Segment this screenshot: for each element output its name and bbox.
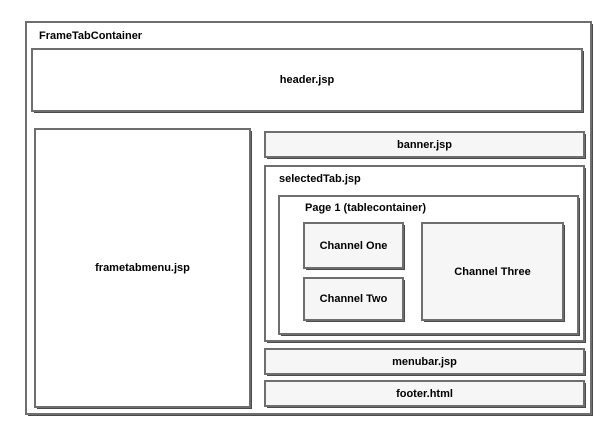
channel-three-label: Channel Three [454, 265, 531, 278]
page-tablecontainer-box: Page 1 (tablecontainer) Channel One Chan… [278, 195, 579, 335]
page-tablecontainer-label: Page 1 (tablecontainer) [305, 202, 427, 214]
frametabmenu-jsp-label: frametabmenu.jsp [95, 262, 190, 274]
channel-one-label: Channel One [319, 239, 388, 252]
banner-jsp-label: banner.jsp [396, 138, 453, 151]
channel-three-box: Channel Three [421, 222, 564, 321]
header-jsp-box: header.jsp [31, 48, 583, 112]
frametabmenu-jsp-box: frametabmenu.jsp [34, 128, 251, 408]
banner-jsp-box: banner.jsp [264, 131, 585, 158]
frame-tab-container-label: FrameTabContainer [39, 30, 143, 42]
footer-html-label: footer.html [396, 387, 453, 400]
channel-two-label: Channel Two [319, 293, 388, 305]
footer-html-box: footer.html [264, 380, 585, 407]
selected-tab-jsp-box: selectedTab.jsp Page 1 (tablecontainer) … [264, 165, 585, 342]
selected-tab-jsp-label: selectedTab.jsp [279, 173, 361, 185]
menubar-jsp-label: menubar.jsp [392, 355, 457, 368]
channel-one-box: Channel One [303, 222, 404, 269]
menubar-jsp-box: menubar.jsp [264, 348, 585, 375]
header-jsp-label: header.jsp [279, 74, 335, 86]
channel-two-box: Channel Two [303, 277, 404, 321]
